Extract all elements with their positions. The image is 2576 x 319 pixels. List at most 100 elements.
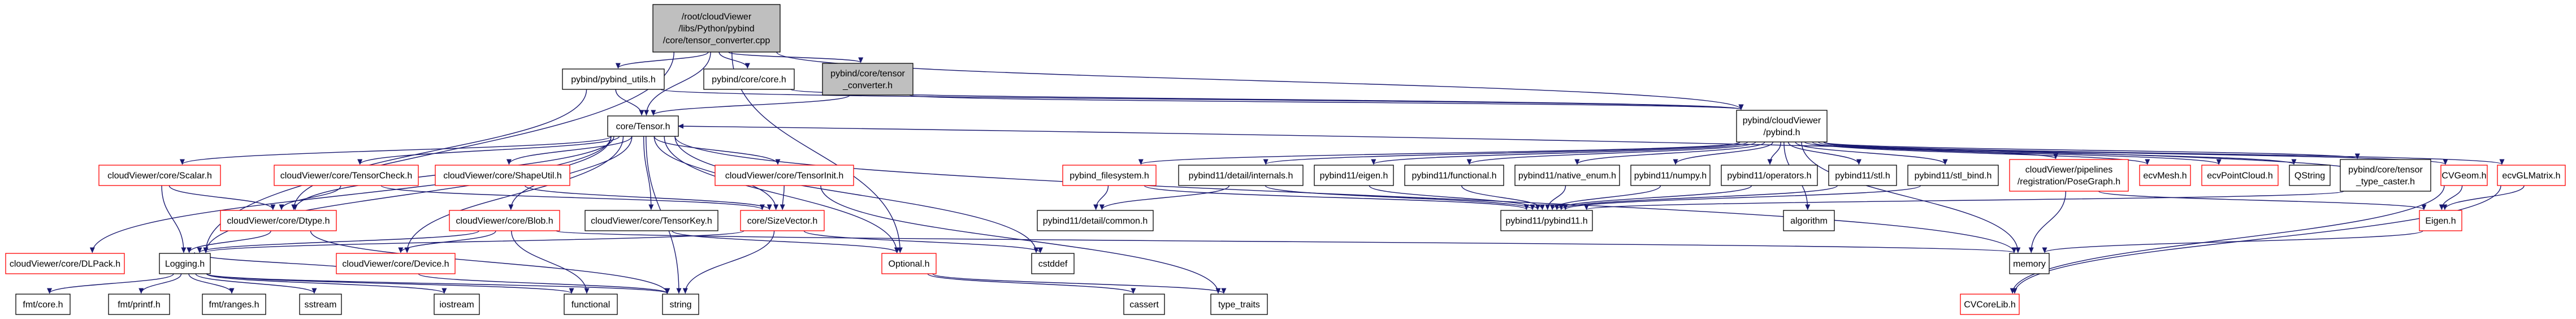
graph-node-native_enum[interactable]: pybind11/native_enum.h <box>1514 165 1620 186</box>
edge-functional_py-to-pybind11_h <box>1461 185 1545 210</box>
graph-node-dlpack[interactable]: cloudViewer/core/DLPack.h <box>5 253 125 274</box>
graph-node-iostream[interactable]: iostream <box>434 294 480 315</box>
edge-native_enum-to-pybind11_h <box>1545 185 1566 210</box>
graph-node-device[interactable]: cloudViewer/core/Device.h <box>336 253 456 274</box>
graph-node-ecvmesh[interactable]: ecvMesh.h <box>2139 165 2191 186</box>
graph-node-eigen_py[interactable]: pybind11/eigen.h <box>1314 165 1394 186</box>
graph-node-tensor_converter_h[interactable]: pybind/core/tensor_converter.h <box>822 63 913 96</box>
graph-node-tensorcheck[interactable]: cloudViewer/core/TensorCheck.h <box>274 165 419 186</box>
node-box <box>159 253 211 274</box>
graph-node-cassert[interactable]: cassert <box>1123 294 1165 315</box>
edge-logging-to-fmt_printf <box>138 273 182 294</box>
node-label: pybind/core/core.h <box>712 75 786 85</box>
graph-node-numpy[interactable]: pybind11/numpy.h <box>1630 165 1711 186</box>
graph-node-cvcorelib[interactable]: CVCoreLib.h <box>1960 294 2020 315</box>
node-box <box>336 253 456 274</box>
graph-node-functional_py[interactable]: pybind11/functional.h <box>1404 165 1504 186</box>
graph-node-stl[interactable]: pybind11/stl.h <box>1828 165 1897 186</box>
graph-node-cstddef[interactable]: cstddef <box>1031 253 1075 274</box>
node-label: pybind/pybind_utils.h <box>571 75 655 85</box>
graph-node-sizevector[interactable]: core/SizeVector.h <box>740 210 825 231</box>
node-box <box>1178 165 1304 186</box>
edge-tensor_type_caster-to-tensor_h <box>678 123 2341 167</box>
node-label: ecvGLMatrix.h <box>2502 171 2560 181</box>
edge-ecvglmatrix-to-cvcorelib <box>2012 185 2501 294</box>
node-box <box>1630 165 1711 186</box>
node-box <box>1907 165 1999 186</box>
graph-node-algorithm[interactable]: algorithm <box>1783 210 1835 231</box>
graph-node-pybind_h[interactable]: pybind/cloudViewer/pybind.h <box>1736 110 1828 143</box>
graph-node-posegraph[interactable]: cloudViewer/pipelines/registration/PoseG… <box>2009 159 2129 192</box>
graph-node-detail_common[interactable]: pybind11/detail/common.h <box>1037 210 1154 231</box>
node-box <box>1062 165 1157 186</box>
graph-node-ecvglmatrix[interactable]: ecvGLMatrix.h <box>2497 165 2566 186</box>
graph-node-scalar[interactable]: cloudViewer/core/Scalar.h <box>98 165 221 186</box>
node-label: cloudViewer/core/Blob.h <box>456 217 553 226</box>
node-label: /registration/PoseGraph.h <box>2017 177 2120 187</box>
node-label: CVGeom.h <box>2441 171 2486 181</box>
node-label: cloudViewer/pipelines <box>2025 165 2112 175</box>
edge-pybind_h-to-pybind_filesystem <box>1138 141 1741 165</box>
edge-root-to-tensor_converter_h <box>728 51 863 63</box>
edge-pybind_h-to-qstring <box>1823 141 2297 165</box>
graph-node-pybind11_h[interactable]: pybind11/pybind11.h <box>1500 210 1593 231</box>
node-label: fmt/printf.h <box>118 300 161 310</box>
node-label: cloudViewer/core/TensorInit.h <box>725 171 844 181</box>
edge-logging-to-sstream <box>195 273 317 294</box>
graph-node-root[interactable]: /root/cloudViewer/libs/Python/pybind/cor… <box>652 4 781 53</box>
node-box <box>822 63 913 96</box>
edge-stl-to-pybind11_h <box>1558 185 1838 210</box>
graph-node-logging[interactable]: Logging.h <box>159 253 211 274</box>
graph-node-tensorkey[interactable]: cloudViewer/core/TensorKey.h <box>585 210 718 231</box>
graph-node-shapeutil[interactable]: cloudViewer/core/ShapeUtil.h <box>435 165 570 186</box>
graph-node-qstring[interactable]: QString <box>2289 165 2331 186</box>
node-box <box>703 68 795 90</box>
edge-blob-to-logging <box>197 230 479 253</box>
graph-node-dtype[interactable]: cloudViewer/core/Dtype.h <box>220 210 337 231</box>
node-label: fmt/core.h <box>23 300 63 310</box>
graph-node-blob[interactable]: cloudViewer/core/Blob.h <box>449 210 560 231</box>
graph-node-fmt_ranges[interactable]: fmt/ranges.h <box>202 294 266 315</box>
node-label: memory <box>2013 260 2046 269</box>
node-label: /pybind.h <box>1764 128 1800 137</box>
graph-node-type_traits[interactable]: type_traits <box>1210 294 1268 315</box>
graph-node-core_core[interactable]: pybind/core/core.h <box>703 68 795 90</box>
edge-pybind_h-to-eigen_py <box>1371 141 1748 165</box>
graph-node-internals[interactable]: pybind11/detail/internals.h <box>1178 165 1304 186</box>
edge-stl_bind-to-pybind11_h <box>1562 185 1921 210</box>
edge-tensor_h-to-dlpack <box>89 136 612 253</box>
graph-node-fmt_core[interactable]: fmt/core.h <box>15 294 71 315</box>
graph-node-pybind_utils[interactable]: pybind/pybind_utils.h <box>562 68 665 90</box>
graph-node-fmt_printf[interactable]: fmt/printf.h <box>108 294 170 315</box>
node-label: pybind_filesystem.h <box>1070 171 1149 181</box>
edge-dtype-to-logging <box>187 230 271 253</box>
edge-internals-to-detail_common <box>1099 185 1230 210</box>
graph-node-stl_bind[interactable]: pybind11/stl_bind.h <box>1907 165 1999 186</box>
node-label: core/SizeVector.h <box>747 217 818 226</box>
edge-cvgeom-to-cvcorelib <box>2010 185 2445 294</box>
graph-node-sstream[interactable]: sstream <box>299 294 342 315</box>
node-label: pybind11/pybind11.h <box>1505 217 1587 226</box>
graph-node-pybind_filesystem[interactable]: pybind_filesystem.h <box>1062 165 1157 186</box>
graph-node-functional[interactable]: functional <box>564 294 618 315</box>
node-label: ecvMesh.h <box>2143 171 2187 181</box>
node-label: pybind11/stl.h <box>1835 171 1890 181</box>
node-box <box>1031 253 1075 274</box>
graph-node-ecvpointcloud[interactable]: ecvPointCloud.h <box>2201 165 2279 186</box>
edge-logging-to-functional <box>206 273 574 294</box>
graph-node-operators[interactable]: pybind11/operators.h <box>1721 165 1818 186</box>
graph-node-memory[interactable]: memory <box>2009 253 2050 274</box>
graph-node-optional[interactable]: Optional.h <box>881 253 937 274</box>
edge-logging-to-string <box>206 273 670 294</box>
graph-node-string[interactable]: string <box>662 294 699 315</box>
node-box <box>1736 110 1828 143</box>
graph-node-tensorinit[interactable]: cloudViewer/core/TensorInit.h <box>715 165 854 186</box>
node-label: pybind11/numpy.h <box>1634 171 1707 181</box>
node-box <box>1828 165 1897 186</box>
edge-pybind_h-to-functional_py <box>1466 141 1756 165</box>
graph-node-eigen_h[interactable]: Eigen.h <box>2419 210 2462 231</box>
graph-node-cvgeom[interactable]: CVGeom.h <box>2440 165 2488 186</box>
graph-node-tensor_h[interactable]: core/Tensor.h <box>607 115 679 137</box>
graph-node-tensor_type_caster[interactable]: pybind/core/tensor_type_caster.h <box>2340 159 2431 192</box>
